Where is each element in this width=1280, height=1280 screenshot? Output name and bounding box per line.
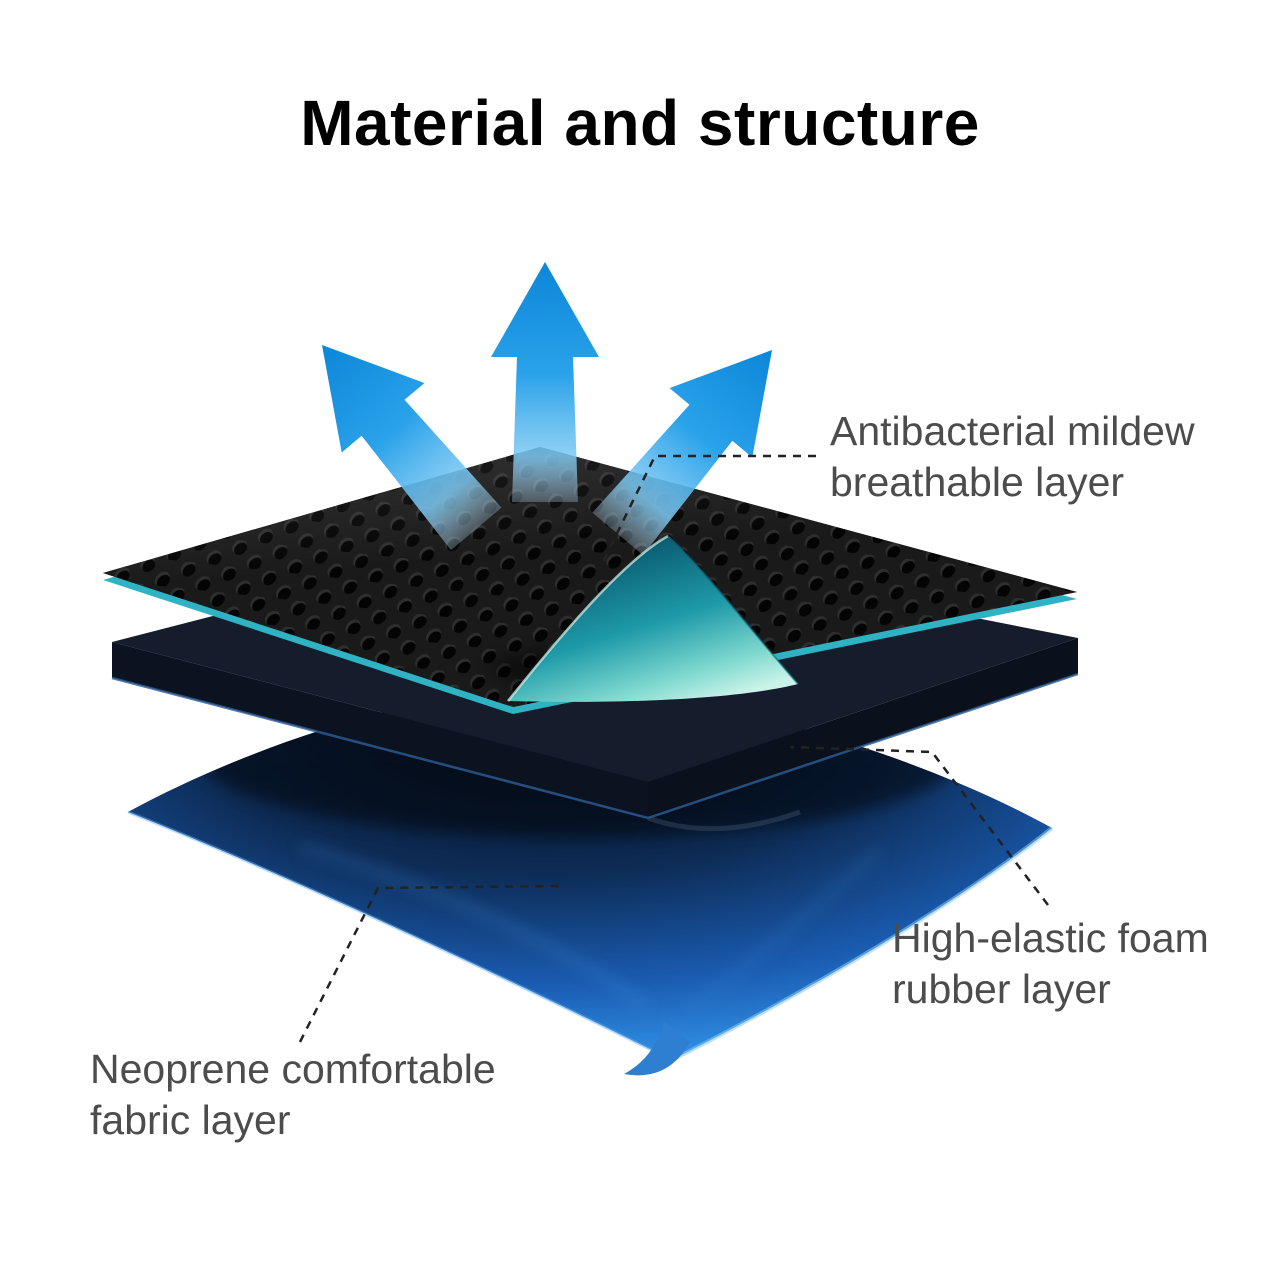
- breathable-sheen: [103, 447, 1077, 707]
- leader-lines: [298, 454, 1049, 1043]
- leader-breathable: [598, 454, 816, 569]
- foam-corner-lip: [647, 809, 801, 832]
- foam-front-right-face: [648, 638, 1078, 818]
- foam-bottom-edge: [111, 672, 1079, 820]
- breathable-layer: [103, 447, 1077, 714]
- fabric-edge-highlight: [671, 826, 1054, 1062]
- fabric-wrinkle: [688, 847, 883, 1013]
- label-breathable-layer: Antibacterial mildew breathable layer: [830, 408, 1195, 505]
- fabric-edge-highlight: [127, 810, 673, 1062]
- flap-fold-line: [667, 535, 799, 685]
- page-title: Material and structure: [300, 87, 980, 159]
- leader-foam: [789, 745, 1049, 906]
- fabric-corner-curl: [624, 1022, 690, 1076]
- flap-edge-highlight: [507, 534, 669, 702]
- label-foam-layer: High-elastic foam rubber layer: [892, 915, 1209, 1012]
- leader-neoprene: [298, 884, 561, 1043]
- foam-front-left-face: [112, 642, 648, 818]
- label-neoprene-layer: Neoprene comfortable fabric layer: [90, 1046, 496, 1143]
- fabric-wrinkle: [298, 842, 650, 1009]
- peeled-corner-flap: [508, 536, 798, 702]
